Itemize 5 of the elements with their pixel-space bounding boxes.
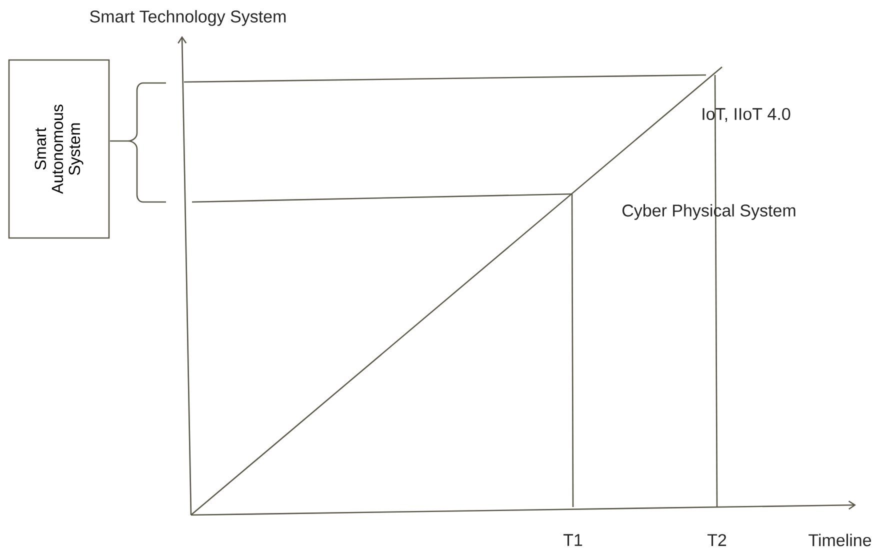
label-box: Smart Autonomous System [8,59,110,239]
tick-label: T2 [707,534,726,546]
tick-label: T1 [563,534,582,546]
axis-title: Timeline [808,534,872,546]
axis-title: Smart Technology System [90,10,286,26]
